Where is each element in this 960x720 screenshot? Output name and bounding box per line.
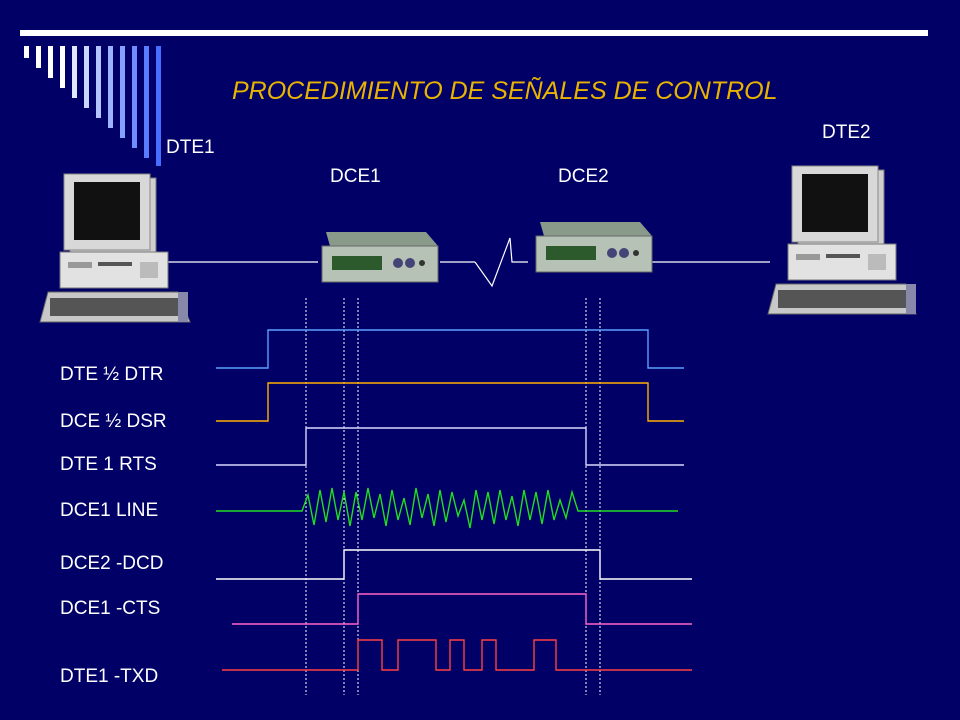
dte1-computer-icon <box>39 173 191 323</box>
dte2-computer-icon <box>767 165 917 315</box>
dce1-modem-icon <box>321 232 439 283</box>
line-waveform <box>216 487 678 529</box>
dcd-waveform <box>216 549 692 580</box>
dce1-label: DCE1 <box>330 166 381 187</box>
dsr-waveform <box>216 382 684 422</box>
dtr-waveform <box>216 329 684 369</box>
signal-label-dcd: DCE2 -DCD <box>60 553 163 574</box>
txd-waveform <box>222 639 692 671</box>
connection-link <box>160 237 770 288</box>
signal-label-dtr: DTE ½ DTR <box>60 364 163 385</box>
cts-waveform <box>232 593 692 625</box>
decorative-header <box>20 30 928 166</box>
dte1-label: DTE1 <box>166 137 215 158</box>
signal-label-cts: DCE1 -CTS <box>60 598 160 619</box>
signal-label-line: DCE1 LINE <box>60 500 158 521</box>
signal-label-rts: DTE 1 RTS <box>60 454 157 475</box>
page-title: PROCEDIMIENTO DE SEÑALES DE CONTROL <box>232 76 777 105</box>
signal-label-dsr: DCE ½ DSR <box>60 411 167 432</box>
rts-waveform <box>216 427 684 466</box>
signal-label-txd: DTE1 -TXD <box>60 666 158 687</box>
dce2-modem-icon <box>535 222 653 273</box>
dte2-label: DTE2 <box>822 122 871 143</box>
dce2-label: DCE2 <box>558 166 609 187</box>
